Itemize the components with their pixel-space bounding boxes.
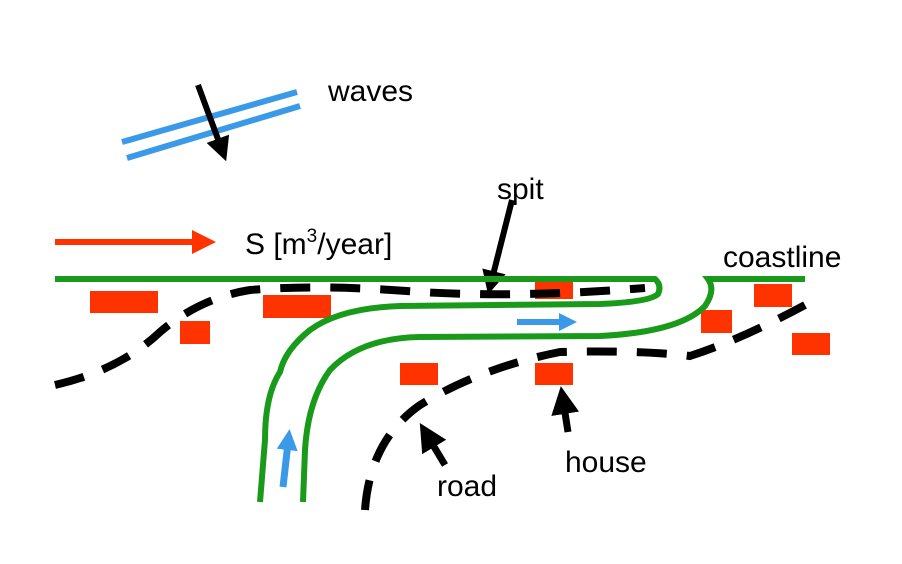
house bbox=[701, 310, 732, 333]
coastline bbox=[55, 276, 805, 503]
wave-direction-arrow bbox=[195, 83, 230, 162]
flow-arrow-up bbox=[276, 429, 298, 488]
road-pointer-arrow bbox=[419, 422, 449, 467]
house bbox=[180, 321, 210, 344]
road bbox=[54, 283, 807, 511]
spit-outline bbox=[55, 276, 663, 503]
coastline-label: coastline bbox=[723, 241, 841, 274]
road-label: road bbox=[437, 470, 497, 503]
channel-outline bbox=[300, 276, 805, 503]
house bbox=[263, 295, 331, 318]
waves-label: waves bbox=[327, 75, 413, 108]
house bbox=[754, 284, 792, 307]
spit-pointer-arrow bbox=[482, 199, 515, 295]
spit-label: spit bbox=[497, 173, 544, 206]
road-upper bbox=[54, 283, 646, 389]
house bbox=[90, 291, 158, 313]
transport-label: S [m3/year] bbox=[245, 226, 392, 261]
house-label: house bbox=[565, 446, 647, 479]
house bbox=[400, 363, 438, 385]
house-pointer-arrow bbox=[551, 386, 579, 433]
house bbox=[792, 333, 830, 355]
house bbox=[535, 363, 573, 385]
road-lower bbox=[361, 301, 807, 511]
